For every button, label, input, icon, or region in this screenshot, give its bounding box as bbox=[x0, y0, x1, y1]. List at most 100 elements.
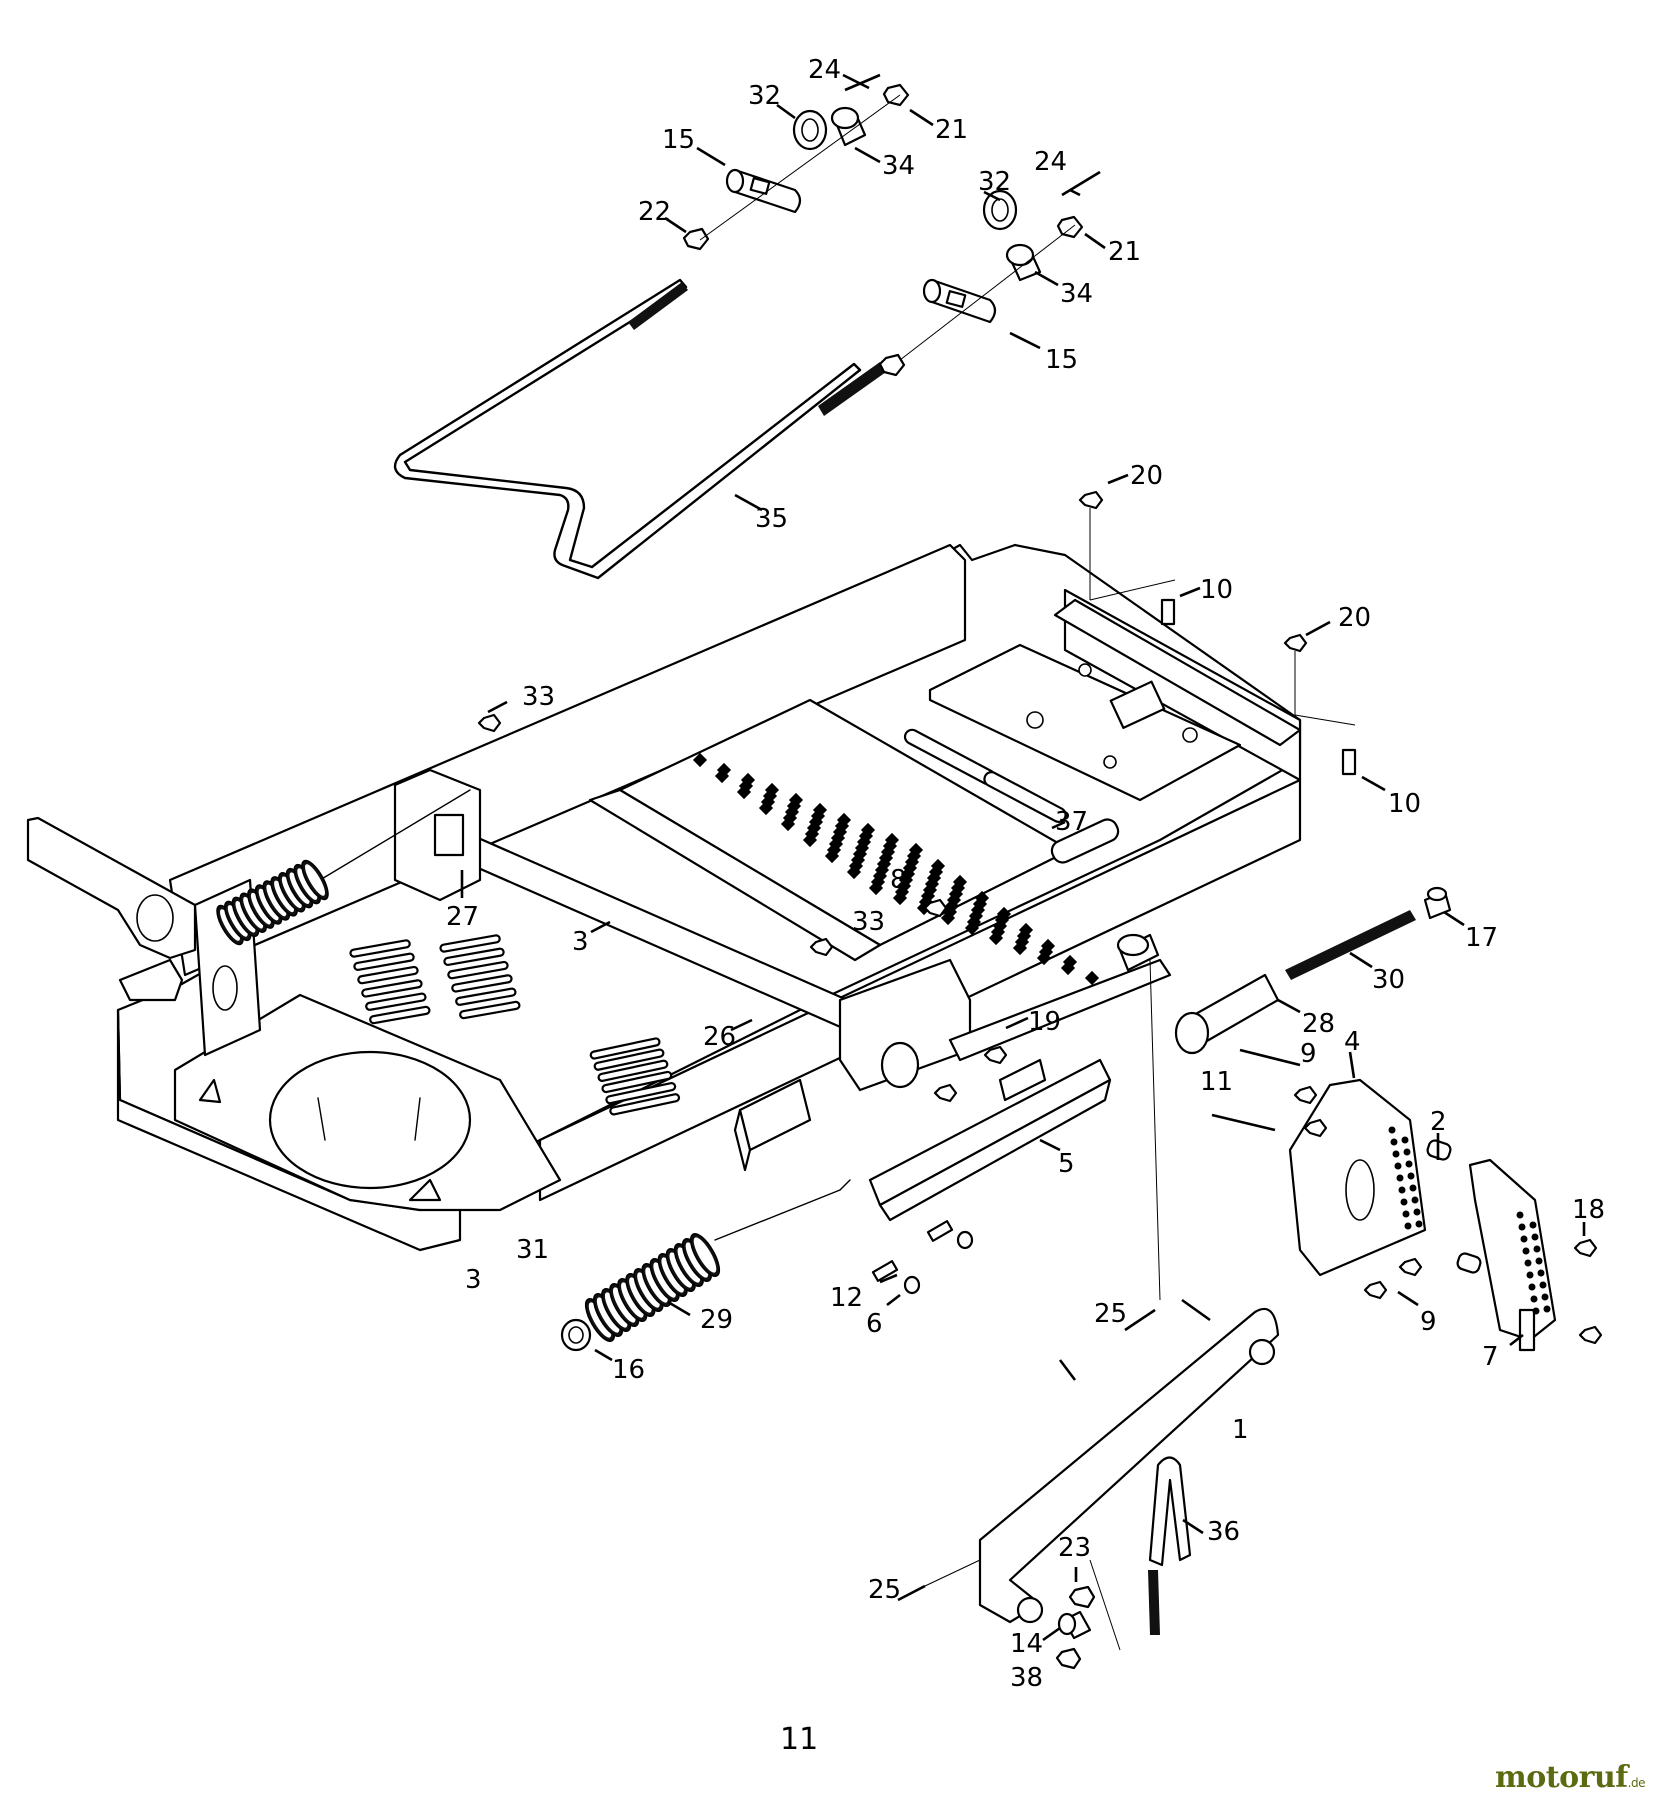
callout-14: 14 bbox=[1010, 1629, 1043, 1659]
bracket-hole bbox=[1388, 1126, 1396, 1134]
callout-36: 36 bbox=[1207, 1517, 1240, 1547]
sleeve-28 bbox=[1174, 973, 1280, 1055]
callout-2: 2 bbox=[1430, 1107, 1447, 1137]
washer-32 bbox=[792, 109, 1018, 231]
bracket-hole bbox=[1543, 1305, 1551, 1313]
front-bracket-left bbox=[26, 816, 262, 1057]
bracket-26 bbox=[733, 1078, 812, 1172]
callout-9: 9 bbox=[1420, 1307, 1437, 1337]
callout-32: 32 bbox=[748, 81, 781, 111]
bracket-hole bbox=[1405, 1160, 1413, 1168]
plate-hole bbox=[868, 880, 884, 896]
link-5 bbox=[868, 1058, 1112, 1222]
bracket-hole bbox=[1415, 1220, 1423, 1228]
bracket-7 bbox=[1468, 1158, 1557, 1352]
bracket-hole bbox=[1524, 1259, 1532, 1267]
callout-11: 11 bbox=[1200, 1067, 1233, 1097]
plate-hole bbox=[988, 930, 1004, 946]
bracket-hole bbox=[1522, 1247, 1530, 1255]
vent-slot bbox=[459, 1000, 521, 1020]
spring-27 bbox=[216, 789, 471, 946]
bracket-hole bbox=[1402, 1210, 1410, 1218]
dashed-guide-top bbox=[699, 94, 1076, 361]
callout-30: 30 bbox=[1372, 965, 1405, 995]
callout-8: 8 bbox=[890, 865, 907, 895]
callout-31: 31 bbox=[516, 1235, 549, 1265]
bracket-hole bbox=[1392, 1150, 1400, 1158]
bracket-hole bbox=[1409, 1184, 1417, 1192]
bracket-hole bbox=[1535, 1257, 1543, 1265]
callout-33: 33 bbox=[852, 907, 885, 937]
bracket-hole bbox=[1531, 1233, 1539, 1241]
nut-22 bbox=[682, 227, 906, 377]
plate-hole bbox=[780, 816, 796, 832]
callout-25: 25 bbox=[868, 1575, 901, 1605]
callout-17: 17 bbox=[1465, 923, 1498, 953]
callout-16: 16 bbox=[612, 1355, 645, 1385]
callout-35: 35 bbox=[755, 504, 788, 534]
bracket-hole bbox=[1390, 1138, 1398, 1146]
plate-hole bbox=[1036, 950, 1052, 966]
callout-21: 21 bbox=[935, 115, 968, 145]
pins-25 bbox=[897, 1308, 1156, 1651]
bracket-hole bbox=[1526, 1271, 1534, 1279]
vent-slot bbox=[439, 934, 501, 953]
handle-35 bbox=[393, 278, 886, 580]
lever-36 bbox=[1148, 1456, 1192, 1635]
leader-lines bbox=[460, 73, 1586, 1642]
vent-slot bbox=[593, 1048, 665, 1071]
callout-37: 37 bbox=[1055, 807, 1088, 837]
plate-hole bbox=[940, 910, 956, 926]
callout-5: 5 bbox=[1058, 1149, 1075, 1179]
spacer-2 bbox=[1426, 1139, 1482, 1274]
bracket-hole bbox=[1401, 1136, 1409, 1144]
callout-3: 3 bbox=[465, 1265, 482, 1295]
bracket-hole bbox=[1403, 1148, 1411, 1156]
threaded-rod-30 bbox=[1285, 910, 1416, 980]
callout-18: 18 bbox=[1572, 1195, 1605, 1225]
callout-21: 21 bbox=[1108, 237, 1141, 267]
callout-12: 12 bbox=[830, 1283, 863, 1313]
callout-32: 32 bbox=[978, 167, 1011, 197]
lift-arm-1 bbox=[978, 1298, 1280, 1624]
misc-hardware bbox=[477, 713, 1008, 1295]
vent-slot bbox=[605, 1082, 677, 1105]
vent-slot bbox=[357, 965, 419, 985]
bracket-hole bbox=[1533, 1245, 1541, 1253]
bracket-4 bbox=[1288, 1078, 1427, 1277]
callout-10: 10 bbox=[1388, 789, 1421, 819]
plate-hole bbox=[824, 848, 840, 864]
callout-29: 29 bbox=[700, 1305, 733, 1335]
vent-slot bbox=[451, 974, 513, 993]
watermark-suffix: .de bbox=[1627, 1776, 1646, 1790]
bushing-34-right bbox=[1005, 243, 1042, 282]
callout-19: 19 bbox=[1028, 1007, 1061, 1037]
vent-slot bbox=[365, 992, 427, 1011]
bracket-hole bbox=[1398, 1186, 1406, 1194]
plate-hole bbox=[1060, 960, 1076, 976]
plate-hole bbox=[846, 864, 862, 880]
tube-shaft bbox=[1116, 933, 1161, 1301]
plate-hole bbox=[714, 768, 730, 784]
callout-22: 22 bbox=[638, 197, 671, 227]
vent-slot bbox=[455, 987, 517, 1006]
bushing-34-left bbox=[830, 106, 867, 147]
bracket-hole bbox=[1518, 1223, 1526, 1231]
hardware-23-14-38 bbox=[1055, 1585, 1096, 1670]
callout-24: 24 bbox=[1034, 147, 1067, 177]
vent-slot bbox=[353, 952, 415, 971]
spring-coil-inner bbox=[305, 864, 325, 896]
bracket-hole bbox=[1407, 1172, 1415, 1180]
callout-24: 24 bbox=[808, 55, 841, 85]
bracket-hole bbox=[1396, 1174, 1404, 1182]
callout-15: 15 bbox=[1045, 345, 1078, 375]
callout-labels: 24 32 21 15 34 22 24 32 21 34 15 35 20 1… bbox=[446, 55, 1605, 1693]
pin-24 bbox=[844, 73, 1101, 197]
bracket-hole bbox=[1537, 1269, 1545, 1277]
watermark-logo: motoruf.de bbox=[1495, 1760, 1645, 1795]
bracket-hole bbox=[1404, 1222, 1412, 1230]
callout-34: 34 bbox=[882, 151, 915, 181]
plate-hole bbox=[1084, 970, 1100, 986]
plate-hole bbox=[802, 832, 818, 848]
plate-hole bbox=[758, 800, 774, 816]
